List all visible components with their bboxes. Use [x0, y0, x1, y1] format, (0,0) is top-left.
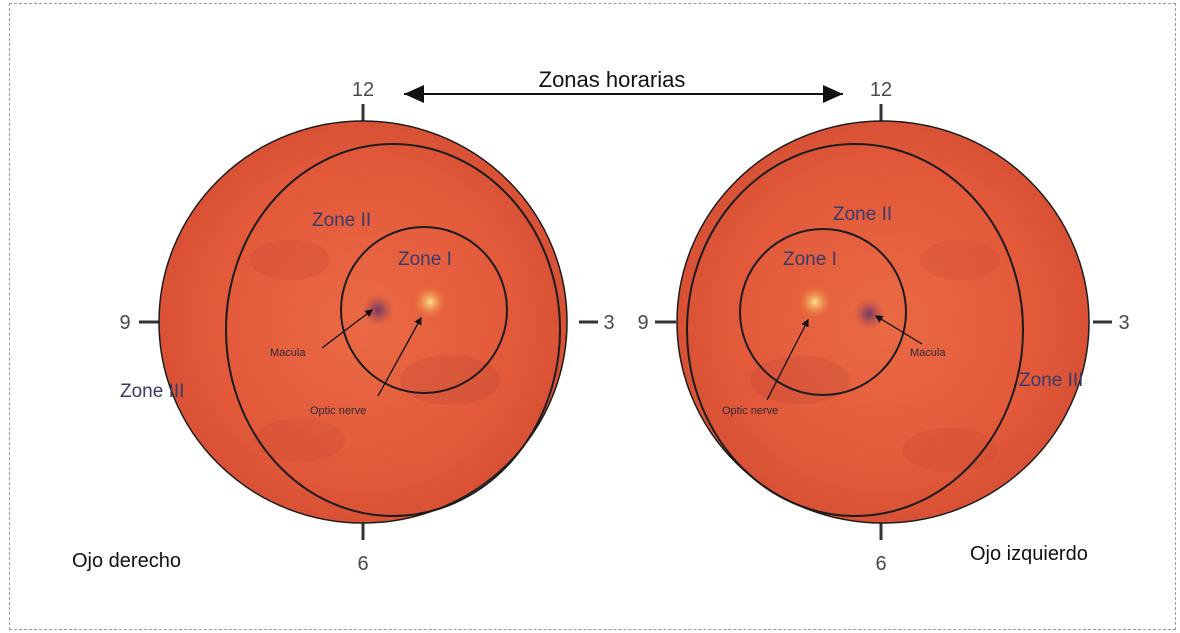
optic-disc-spot: [799, 286, 831, 318]
zone-ii-label: Zone II: [312, 210, 371, 231]
fundus-texture: [750, 356, 850, 404]
figure-frame: [9, 3, 1176, 630]
time-zones-title: Zonas horarias: [404, 67, 843, 103]
zone-ii-boundary: [225, 143, 561, 517]
zone-ii-label: Zone II: [833, 204, 892, 225]
clock-label-6: 6: [875, 553, 886, 575]
zone-i-label: Zone I: [783, 249, 837, 270]
macula-spot: [853, 298, 885, 330]
optic-nerve-pointer-arrow: [377, 316, 422, 397]
macula-pointer-arrow: [874, 315, 923, 345]
right-eye-figure: 12 6 9 3 Zone II Zone I Zone III Macula …: [72, 79, 615, 575]
zone-iii-label: Zone III: [1019, 370, 1083, 391]
fundus-texture: [255, 418, 345, 462]
title-background: [512, 70, 710, 92]
macula-pointer-arrow: [321, 309, 374, 349]
macula-spot: [362, 294, 394, 326]
fundus-outer-circle: [676, 120, 1090, 524]
clock-label-6: 6: [357, 553, 368, 575]
left-arrowhead-icon: [404, 85, 424, 103]
fundus-texture: [400, 355, 500, 405]
zone-ii-boundary: [686, 143, 1024, 517]
right-eye-caption: Ojo derecho: [72, 550, 181, 572]
fundus-outer-circle: [158, 120, 568, 524]
right-arrowhead-icon: [823, 85, 843, 103]
title-text: Zonas horarias: [539, 67, 686, 92]
clock-label-3: 3: [603, 312, 614, 334]
macula-label: Macula: [270, 347, 306, 359]
left-eye-caption: Ojo izquierdo: [970, 543, 1088, 565]
zone-i-boundary: [340, 226, 508, 394]
clock-label-12: 12: [352, 79, 374, 101]
left-eye-figure: 12 6 9 3 Zone II Zone I Zone III Macula …: [637, 79, 1129, 575]
clock-label-9: 9: [637, 312, 648, 334]
zone-i-boundary: [739, 228, 907, 396]
macula-label: Macula: [910, 347, 946, 359]
optic-nerve-label: Optic nerve: [722, 405, 778, 417]
clock-label-9: 9: [119, 312, 130, 334]
zone-iii-label: Zone III: [120, 381, 184, 402]
clock-label-12: 12: [870, 79, 892, 101]
clock-label-3: 3: [1118, 312, 1129, 334]
fundus-texture: [250, 240, 330, 280]
optic-nerve-label: Optic nerve: [310, 405, 366, 417]
optic-disc-spot: [414, 286, 446, 318]
fundus-texture: [920, 240, 1000, 280]
optic-nerve-pointer-arrow: [766, 318, 809, 401]
zone-i-label: Zone I: [398, 249, 452, 270]
